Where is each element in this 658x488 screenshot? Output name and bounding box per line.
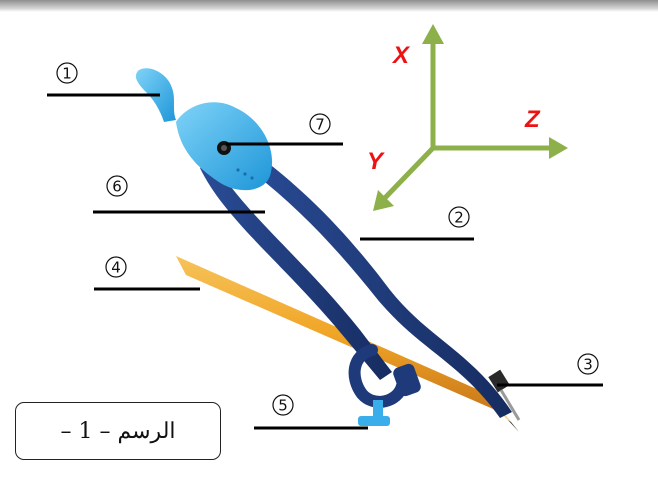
callout-1: 1: [56, 62, 78, 84]
svg-text:4: 4: [111, 259, 121, 277]
callout-badges: 1 2 3 4 5 6 7: [56, 62, 599, 416]
svg-text:3: 3: [583, 356, 593, 374]
callout-6: 6: [106, 175, 128, 197]
svg-text:1: 1: [62, 65, 72, 83]
z-axis-arrow-icon: [549, 137, 568, 159]
y-axis-label: Y: [367, 148, 385, 175]
figure-caption: الرسم – 1 –: [15, 402, 221, 460]
needle-point: [499, 389, 521, 421]
callout-5: 5: [272, 394, 294, 416]
pencil-clamp: [348, 344, 408, 408]
x-axis-arrow-icon: [422, 24, 444, 44]
z-axis-label: Z: [524, 106, 541, 133]
callout-3: 3: [577, 353, 599, 375]
compass-right-leg: [236, 148, 521, 421]
callout-4: 4: [105, 256, 127, 278]
svg-text:6: 6: [112, 178, 122, 196]
axes: X Z Y: [367, 24, 568, 211]
svg-text:7: 7: [315, 116, 325, 134]
x-axis-label: X: [391, 42, 411, 69]
top-border: [0, 0, 658, 12]
callout-lines: [47, 93, 603, 430]
callout-7: 7: [309, 113, 331, 135]
svg-text:2: 2: [454, 209, 464, 227]
callout-2: 2: [448, 206, 470, 228]
pencil-body: [176, 256, 500, 412]
y-axis: [380, 146, 435, 203]
figure-caption-text: الرسم – 1 –: [60, 418, 176, 444]
pencil: [176, 256, 519, 432]
y-axis-arrow-icon: [373, 190, 394, 211]
pencil-lead: [508, 420, 519, 432]
clamp-screw: [373, 400, 383, 418]
svg-text:5: 5: [278, 397, 288, 415]
